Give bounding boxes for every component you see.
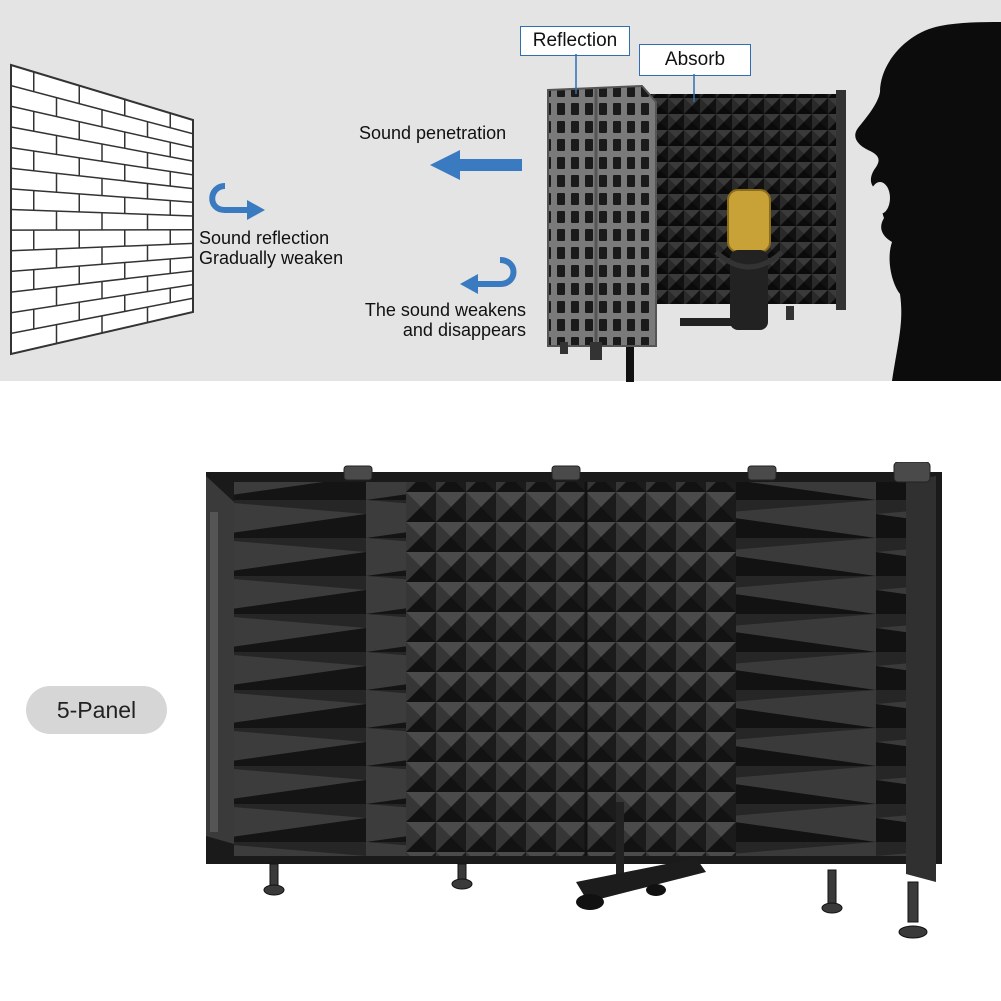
absorb-tag: Absorb	[639, 44, 751, 76]
weakening-arrow-icon	[460, 257, 517, 294]
gradually-weaken-label: Gradually weaken	[199, 248, 344, 268]
person-silhouette-illustration	[855, 22, 1001, 381]
acoustic-shield-product-photo	[206, 462, 942, 939]
brick-wall-illustration	[10, 63, 194, 356]
weakens-label-line1: The sound weakens	[364, 300, 526, 320]
reflection-arrow-icon	[209, 183, 265, 220]
sound-penetration-label: Sound penetration	[359, 123, 507, 143]
panel-count-badge: 5-Panel	[26, 686, 167, 734]
reflection-tag: Reflection	[520, 26, 630, 56]
weakens-label-line2: and disappears	[402, 320, 526, 340]
penetration-arrow-icon	[430, 150, 522, 180]
tag-connector-lines	[575, 54, 695, 102]
sound-reflection-label: Sound reflection	[199, 228, 330, 248]
shield-microphone-illustration	[547, 84, 846, 382]
